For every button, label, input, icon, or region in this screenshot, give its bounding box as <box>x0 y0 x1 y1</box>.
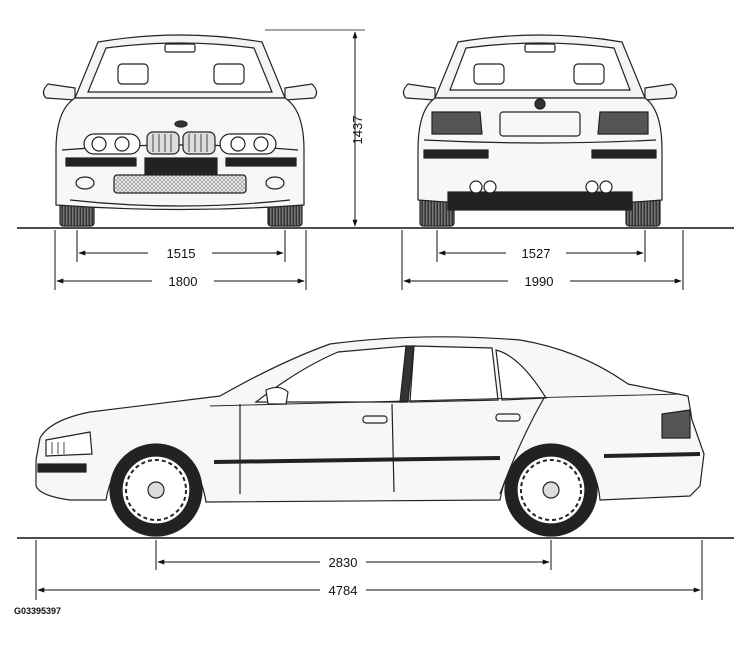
front-view <box>42 34 318 227</box>
bottom-dimension-lines <box>35 540 703 600</box>
overall-length-label: 4784 <box>329 583 358 598</box>
front-left-mirror <box>42 83 76 101</box>
figure-code: G03395397 <box>14 606 61 616</box>
front-right-headlight <box>219 133 277 155</box>
kidney-grille-left <box>146 131 180 155</box>
height-dimension-label: 1437 <box>350 116 365 145</box>
rear-view <box>402 34 678 227</box>
rear-plate-recess <box>499 111 581 137</box>
side-taillight <box>661 409 691 439</box>
front-width-label: 1800 <box>169 274 198 289</box>
rear-left-taillight <box>431 111 483 135</box>
side-trim-strip <box>213 452 701 464</box>
front-windshield <box>87 42 273 93</box>
kidney-grille-right <box>182 131 216 155</box>
side-view <box>35 336 705 537</box>
rear-track-label: 1527 <box>522 246 551 261</box>
rear-right-mirror <box>644 83 678 101</box>
side-headlight <box>45 431 93 457</box>
rear-left-mirror <box>402 83 436 101</box>
wheelbase-label: 2830 <box>329 555 358 570</box>
rear-window <box>449 42 631 91</box>
rear-width-label: 1990 <box>525 274 554 289</box>
exhaust-left <box>469 180 483 194</box>
top-dimension-lines <box>54 29 684 290</box>
front-left-headlight <box>83 133 141 155</box>
rear-right-taillight <box>597 111 649 135</box>
exhaust-right <box>585 180 599 194</box>
front-right-mirror <box>284 83 318 101</box>
front-track-label: 1515 <box>167 246 196 261</box>
front-lower-intake <box>113 174 247 194</box>
